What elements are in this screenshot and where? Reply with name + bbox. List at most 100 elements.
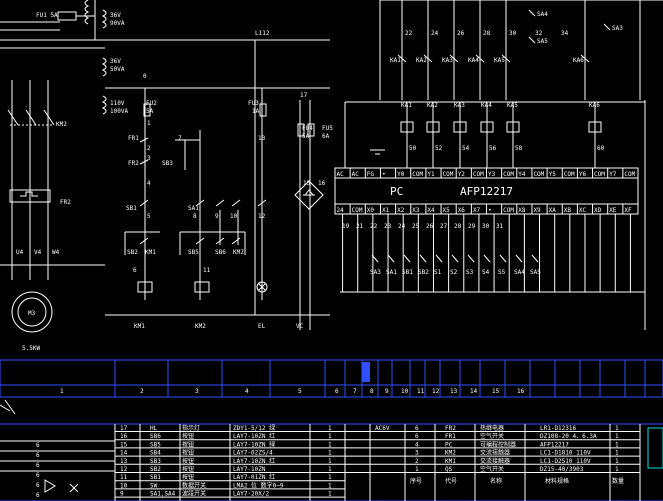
- plc-block: [334, 0, 663, 330]
- plc-output-relay-coil: [588, 121, 602, 133]
- plc-input-contact: [531, 254, 539, 263]
- wire-17-label: 17: [300, 92, 308, 99]
- rectifier-bridge-icon: [294, 180, 324, 210]
- plc-top-contact: [423, 54, 433, 63]
- bom-left-cell: SB1: [150, 474, 161, 481]
- fuse-fu2-rating: 5A: [146, 108, 154, 115]
- fuse-fu5-label: FU5: [322, 125, 333, 132]
- bom-left-cell: LAY7-10ZN 红: [233, 457, 275, 465]
- bom-left-cell: 1: [328, 450, 332, 457]
- fuse-fu3-label: FU3: [248, 100, 259, 107]
- plc-top-terminal: Y0: [397, 171, 405, 178]
- plc-top-wire-number: 30: [509, 30, 517, 37]
- plc-input-label: S5: [498, 269, 506, 276]
- title-block-cell-number: 12: [432, 388, 440, 395]
- title-block: [0, 359, 663, 398]
- title-block-cell-number: 4: [245, 388, 249, 395]
- plc-top-terminal: COM: [503, 171, 514, 178]
- ctrl-fr2-label: FR2: [128, 160, 139, 167]
- bom-left-cell: SA1,SA4: [150, 491, 176, 498]
- motor-label: M3: [28, 310, 36, 317]
- ctrl-sb1-label: SB1: [126, 205, 137, 212]
- ctrl-node-13: 13: [258, 135, 266, 142]
- plc-input-contact: [403, 254, 411, 263]
- bom-right-cell: LC1-D2510 110V: [540, 458, 591, 465]
- plc-top-terminal: Y3: [488, 171, 496, 178]
- plc-top-terminal: Y2: [458, 171, 466, 178]
- plc-output-relay-coil: [453, 121, 467, 133]
- plc-top-terminal: COM: [624, 171, 635, 178]
- wire-16-label: 16: [318, 180, 326, 187]
- transformer-voltage-110v: 110V: [110, 100, 125, 107]
- title-block-cell-number: 7: [353, 388, 357, 395]
- bom-left-cell: 16: [120, 433, 128, 440]
- plc-top-contact-label: KA2: [416, 57, 427, 64]
- plc-input-label: S1: [434, 269, 442, 276]
- bom-right-cell: DZ108-20 4、6.3A: [540, 433, 597, 440]
- plc-top-contact: [449, 54, 459, 63]
- bom-left-cell: HL: [150, 425, 158, 432]
- bom-left-cell: 1: [328, 482, 332, 489]
- plc-input-contact: [515, 254, 523, 263]
- ctrl-node-8: 8: [193, 213, 197, 220]
- bom-left-cell: 按钮: [182, 473, 194, 481]
- bom-header-cell: 名称: [490, 477, 502, 485]
- fuse-fu3-rating: 1A: [252, 108, 260, 115]
- bom-right-cell: 交流接触器: [480, 449, 510, 457]
- bom-right-cell: 空气开关: [480, 432, 504, 440]
- plc-output-wire-number: 50: [409, 145, 417, 152]
- bom-left-cell: ZDY1-5/12 绿: [233, 424, 275, 432]
- transformer-power-100va: 100VA: [110, 108, 128, 115]
- motor-contactor-label: KM2: [56, 121, 67, 128]
- ctrl-km1-contact: KM1: [145, 249, 156, 256]
- bom-left-cell: LAY7-10ZN 红: [233, 432, 275, 440]
- bom-left-cell: 15: [120, 441, 128, 448]
- transformer-voltage-36v-b: 36V: [110, 58, 121, 65]
- plc-top-contact-label: KA1: [390, 57, 401, 64]
- plc-output-relay-coil: [400, 121, 414, 133]
- plc-top-terminal: COM: [564, 171, 575, 178]
- ctrl-sb5-label: SB5: [188, 249, 199, 256]
- plc-top-terminal: AC: [337, 171, 345, 178]
- plc-top-contact-label: KA5: [494, 57, 505, 64]
- title-block-cell-number: 6: [335, 388, 339, 395]
- plc-top-contact: [501, 54, 511, 63]
- bom-header-cell: 代号: [445, 477, 457, 485]
- ctrl-node-12: 12: [258, 213, 266, 220]
- bom-left-cell: 9: [120, 491, 124, 498]
- motor-overload-label: FR2: [60, 199, 71, 206]
- bom-right-cell: 2: [415, 458, 419, 465]
- bom-right-cell: 3: [415, 450, 419, 457]
- bom-left-cell: SB6: [150, 433, 161, 440]
- title-block-cell-number: 10: [401, 388, 409, 395]
- plc-input-contact: [387, 254, 395, 263]
- plc-input-label: S2: [450, 269, 458, 276]
- bom-left-cell: LAY7-02ZS/4: [233, 450, 273, 457]
- bom-left-cell: 1: [328, 474, 332, 481]
- bom-left-index: 6: [36, 452, 40, 459]
- fuse-fu4-label: FU4: [302, 125, 313, 132]
- plc-top-terminal: Y4: [518, 171, 526, 178]
- bom-right-cell: 1: [615, 450, 619, 457]
- title-block-cell-number: 3: [195, 388, 199, 395]
- ctrl-sb3-label: SB3: [162, 160, 173, 167]
- bom-left-cell: 12: [120, 466, 128, 473]
- ctrl-node-2: 2: [147, 145, 151, 152]
- bom-left-cell: SW: [150, 482, 158, 489]
- bom-left-index: 6: [36, 492, 40, 499]
- plc-input-wire-number: 21: [356, 223, 364, 230]
- bom-right-cell: KM1: [445, 458, 456, 465]
- plc-top-terminal: Y6: [579, 171, 587, 178]
- bom-left-index: 6: [36, 472, 40, 479]
- bom-header-cell: 序号: [410, 477, 422, 485]
- title-block-cell-number: 8: [370, 388, 374, 395]
- plc-input-label: SA3: [370, 269, 381, 276]
- motor-terminal-v: V4: [34, 249, 42, 256]
- bom-left-cell: 按钮: [182, 440, 194, 448]
- plc-top-terminal: COM: [473, 171, 484, 178]
- plc-bottom-terminal: XE: [609, 207, 617, 214]
- bom-left-cell: 1: [328, 491, 332, 498]
- bom-right-cell: 空气开关: [480, 465, 504, 473]
- plc-top-switch: [603, 23, 611, 31]
